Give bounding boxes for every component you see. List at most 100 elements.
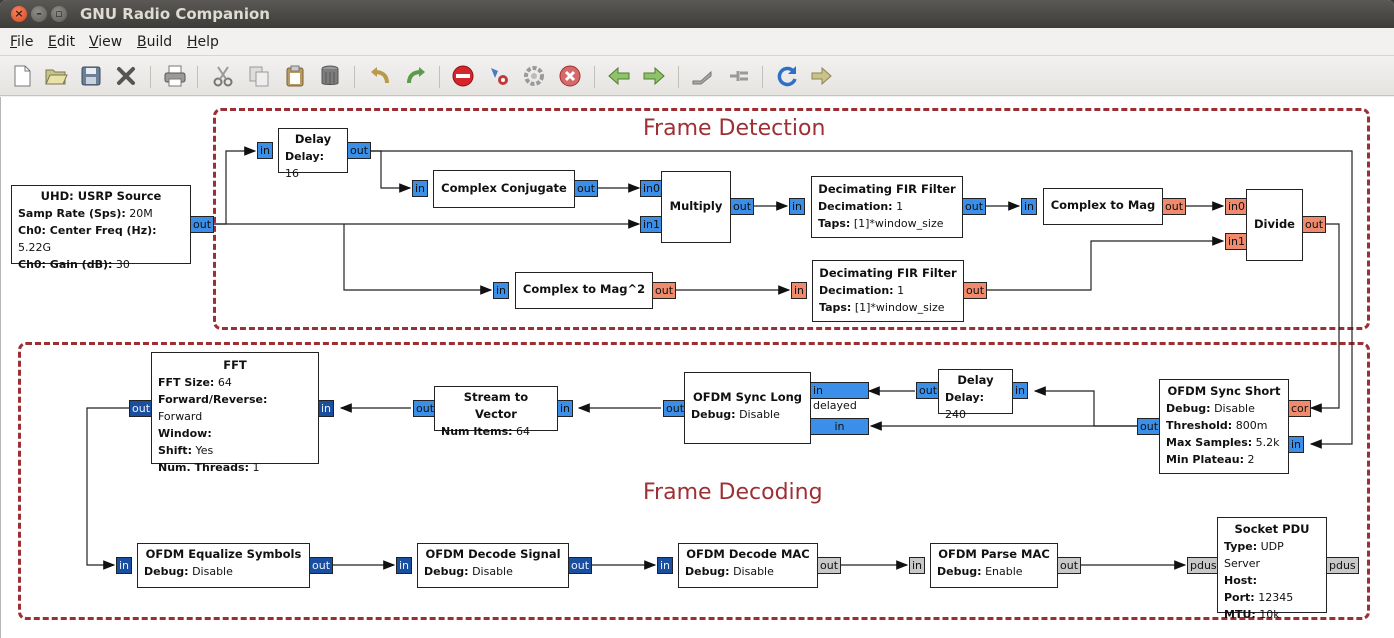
- block-title: Decimating FIR Filter: [818, 182, 956, 196]
- fir1-out-port[interactable]: out: [962, 198, 987, 215]
- complex-conjugate-block[interactable]: Complex Conjugate: [433, 170, 575, 208]
- ofdm-sync-long-block[interactable]: OFDM Sync Long Debug: Disable: [684, 372, 811, 444]
- kill-icon[interactable]: [557, 63, 583, 89]
- window-close-button[interactable]: ×: [11, 6, 27, 22]
- menu-file[interactable]: File: [10, 34, 34, 50]
- mag-in-port[interactable]: in: [1021, 198, 1038, 215]
- parsemac-in-port[interactable]: in: [909, 557, 926, 574]
- socketpdu-in-port[interactable]: pdus: [1187, 557, 1220, 574]
- divide-in1-port[interactable]: in1: [1225, 233, 1249, 250]
- equalize-out-port[interactable]: out: [309, 557, 334, 574]
- rotate-ccw-icon[interactable]: [606, 63, 632, 89]
- parsemac-out-port[interactable]: out: [1057, 557, 1082, 574]
- window-minimize-button[interactable]: –: [31, 6, 47, 22]
- menu-help[interactable]: Help: [187, 34, 219, 50]
- divide-out-port[interactable]: out: [1302, 216, 1327, 233]
- decsig-in-port[interactable]: in: [396, 557, 413, 574]
- menu-edit[interactable]: Edit: [48, 34, 76, 50]
- multiply-in0-port[interactable]: in0: [640, 180, 664, 197]
- ofdm-sync-short-block[interactable]: OFDM Sync Short Debug: Disable Threshold…: [1159, 379, 1289, 474]
- open-icon[interactable]: [43, 63, 69, 89]
- decsig-out-port[interactable]: out: [568, 557, 593, 574]
- fir2-out-port[interactable]: out: [963, 282, 988, 299]
- divide-block[interactable]: Divide: [1246, 189, 1303, 261]
- synclong-out-port[interactable]: out: [663, 400, 688, 417]
- ofdm-decode-signal-block[interactable]: OFDM Decode Signal Debug: Disable: [417, 543, 569, 588]
- param-value: 240: [945, 408, 966, 421]
- param-label: Debug:: [685, 565, 730, 578]
- decmac-in-port[interactable]: in: [657, 557, 674, 574]
- fft-block[interactable]: FFT FFT Size: 64 Forward/Reverse: Forwar…: [151, 352, 319, 474]
- undo-icon[interactable]: [367, 63, 393, 89]
- fft-out-port[interactable]: out: [129, 400, 154, 417]
- menu-build[interactable]: Build: [137, 34, 173, 50]
- disable-icon[interactable]: [450, 63, 476, 89]
- param-label: Port:: [1224, 591, 1255, 604]
- syncshort-out-port[interactable]: out: [1137, 418, 1162, 435]
- magsq-in-port[interactable]: in: [493, 282, 510, 299]
- paste-icon[interactable]: [282, 63, 308, 89]
- flowgraph-canvas[interactable]: Frame Detection Frame Decoding: [0, 97, 1394, 638]
- complex-to-mag-squared-block[interactable]: Complex to Mag^2: [515, 272, 653, 309]
- syncshort-cor-port[interactable]: cor: [1288, 400, 1312, 417]
- find-icon[interactable]: [809, 63, 835, 89]
- block-title: Complex to Mag^2: [522, 282, 646, 296]
- save-icon[interactable]: [78, 63, 104, 89]
- mag-out-port[interactable]: out: [1162, 198, 1187, 215]
- multiply-in1-port[interactable]: in1: [640, 216, 664, 233]
- delay240-in-port[interactable]: in: [1012, 382, 1029, 399]
- delay16-out-port[interactable]: out: [347, 142, 372, 159]
- decmac-out-port[interactable]: out: [817, 557, 842, 574]
- print-icon[interactable]: [162, 63, 188, 89]
- rotate-cw-icon[interactable]: [641, 63, 667, 89]
- close-icon[interactable]: [113, 63, 139, 89]
- delay16-block[interactable]: Delay Delay: 16: [278, 128, 348, 180]
- stream-to-vector-block[interactable]: Stream to Vector Num Items: 64: [434, 386, 558, 438]
- socketpdu-out-port[interactable]: pdus: [1326, 557, 1359, 574]
- syncshort-in-port[interactable]: in: [1288, 436, 1305, 453]
- generate-icon[interactable]: [486, 63, 512, 89]
- synclong-in-port[interactable]: in: [810, 418, 869, 435]
- window-maximize-button[interactable]: ▫: [51, 6, 67, 22]
- complex-to-mag-block[interactable]: Complex to Mag: [1043, 188, 1163, 225]
- s2v-in-port[interactable]: in: [557, 400, 574, 417]
- conj-out-port[interactable]: out: [574, 180, 599, 197]
- divide-in0-port[interactable]: in0: [1225, 198, 1249, 215]
- usrp-out-port[interactable]: out: [190, 216, 215, 233]
- copy-icon[interactable]: [246, 63, 272, 89]
- usrp-source-block[interactable]: UHD: USRP Source Samp Rate (Sps): 20M Ch…: [11, 185, 191, 271]
- param-label: Forward/Reverse:: [158, 393, 268, 406]
- magsq-out-port[interactable]: out: [652, 282, 677, 299]
- param-value: 64: [512, 425, 531, 438]
- equalize-in-port[interactable]: in: [116, 557, 133, 574]
- ofdm-parse-mac-block[interactable]: OFDM Parse MAC Debug: Enable: [930, 543, 1058, 588]
- new-icon[interactable]: [9, 63, 35, 89]
- block-title: OFDM Sync Short: [1167, 384, 1281, 398]
- multiply-out-port[interactable]: out: [730, 198, 755, 215]
- param-label: Max Samples:: [1166, 436, 1253, 449]
- enable-icon[interactable]: [690, 63, 716, 89]
- fir2-block[interactable]: Decimating FIR Filter Decimation: 1 Taps…: [812, 260, 964, 322]
- delay16-in-port[interactable]: in: [257, 142, 274, 159]
- menu-view[interactable]: View: [89, 34, 123, 50]
- socket-pdu-block[interactable]: Socket PDU Type: UDP Server Host: Port: …: [1217, 517, 1327, 621]
- conj-in-port[interactable]: in: [412, 180, 429, 197]
- multiply-block[interactable]: Multiply: [661, 171, 731, 243]
- toolbar-separator: [439, 66, 440, 88]
- delete-icon[interactable]: [317, 63, 343, 89]
- redo-icon[interactable]: [403, 63, 429, 89]
- disable-block-icon[interactable]: [726, 63, 752, 89]
- ofdm-decode-mac-block[interactable]: OFDM Decode MAC Debug: Disable: [678, 543, 818, 588]
- delay240-block[interactable]: Delay Delay: 240: [938, 369, 1013, 421]
- execute-icon[interactable]: [521, 63, 547, 89]
- fir1-in-port[interactable]: in: [789, 198, 806, 215]
- ofdm-equalize-symbols-block[interactable]: OFDM Equalize Symbols Debug: Disable: [137, 543, 310, 588]
- block-title: Socket PDU: [1234, 522, 1310, 536]
- delay240-out-port[interactable]: out: [916, 382, 941, 399]
- fir2-in-port[interactable]: in: [791, 282, 808, 299]
- reload-icon[interactable]: [774, 63, 800, 89]
- synclong-in-delayed-port[interactable]: in delayed: [810, 382, 869, 412]
- fft-in-port[interactable]: in: [318, 400, 335, 417]
- fir1-block[interactable]: Decimating FIR Filter Decimation: 1 Taps…: [811, 176, 963, 238]
- cut-icon[interactable]: [210, 63, 236, 89]
